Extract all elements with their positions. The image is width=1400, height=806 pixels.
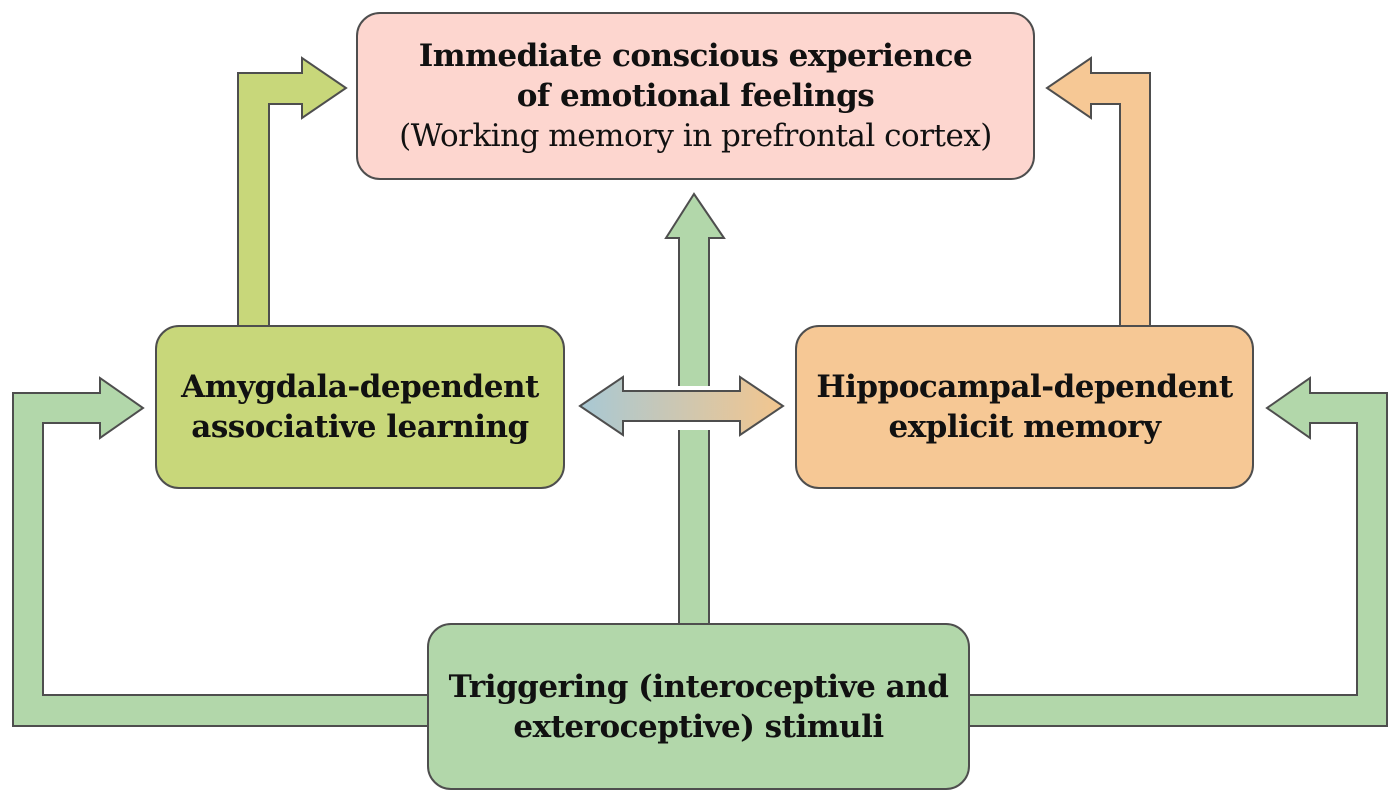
node-amygdala-line-1: Amygdala-dependent (181, 369, 539, 405)
arrow-amygdala-to-top (237, 56, 348, 328)
node-hippocampal-memory: Hippocampal-dependent explicit memory (795, 325, 1254, 489)
node-triggering-line-1: Triggering (interoceptive and (448, 668, 949, 705)
arrow-triggering-to-hippocampal (966, 376, 1388, 727)
node-top-line-1: Immediate conscious experience (418, 38, 973, 74)
node-amygdala-line-2: associative learning (191, 409, 529, 445)
node-prefrontal-working-memory: Immediate conscious experience of emotio… (356, 12, 1035, 180)
arrow-triggering-to-amygdala (12, 376, 431, 727)
node-hippocampal-line-2: explicit memory (888, 409, 1161, 445)
node-triggering-line-2: exteroceptive) stimuli (513, 708, 884, 745)
node-triggering-stimuli: Triggering (interoceptive and exterocept… (427, 623, 970, 790)
node-hippocampal-line-1: Hippocampal-dependent (816, 369, 1233, 405)
node-amygdala-learning: Amygdala-dependent associative learning (155, 325, 565, 489)
node-top-line-2: of emotional feelings (516, 78, 875, 114)
arrow-hippocampal-to-top (1045, 56, 1151, 328)
node-top-line-3: (Working memory in prefrontal cortex) (399, 118, 992, 154)
arrow-amygdala-hippocampal-bidirectional (578, 375, 785, 437)
